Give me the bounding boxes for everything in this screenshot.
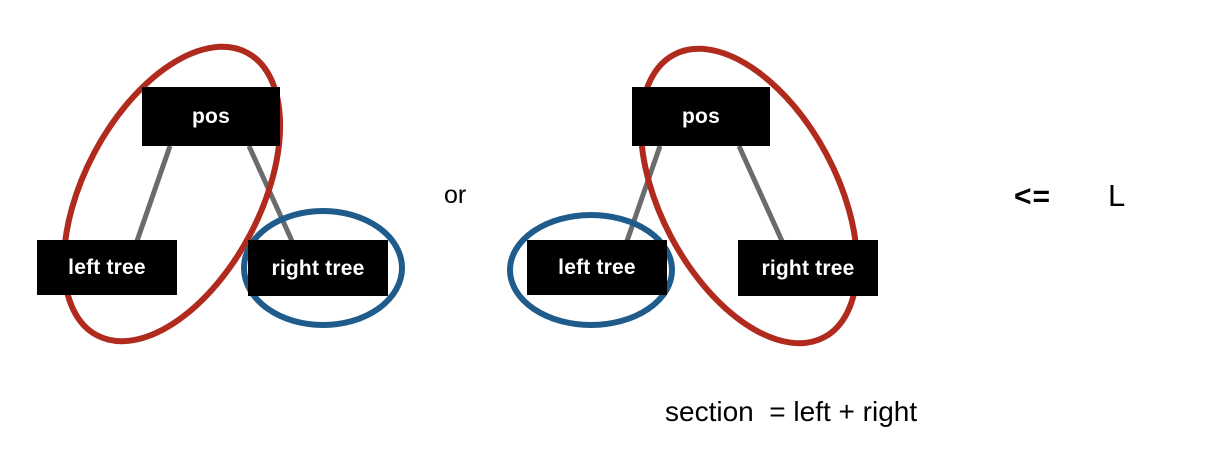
red-highlight-ellipse-left-variant: [60, 43, 284, 345]
bound-symbol-label: L: [1108, 178, 1126, 213]
node-label: left tree: [68, 256, 146, 279]
node-label: right tree: [271, 256, 365, 280]
node-pos-right-variant[interactable]: pos: [632, 87, 770, 146]
node-right-tree-right-variant[interactable]: right tree: [738, 240, 878, 296]
node-label: right tree: [761, 256, 855, 280]
node-label: pos: [682, 105, 720, 128]
edge-pos-to-left-tree: [134, 145, 173, 242]
node-right-tree-left-variant[interactable]: right tree: [248, 240, 388, 296]
node-label: left tree: [558, 256, 636, 279]
or-separator-label: or: [444, 181, 467, 209]
node-pos-left-variant[interactable]: pos: [142, 87, 280, 146]
node-label: pos: [192, 105, 230, 128]
blue-highlight-ellipse-left-variant: [241, 208, 405, 328]
node-left-tree-left-variant[interactable]: left tree: [37, 240, 177, 295]
bound-operator-label: <=: [1014, 180, 1052, 213]
node-left-tree-right-variant[interactable]: left tree: [527, 240, 667, 295]
edge-pos-to-right-tree: [736, 144, 785, 243]
blue-highlight-ellipse-right-variant: [507, 212, 675, 328]
section-equation-label: section = left + right: [665, 396, 918, 427]
red-highlight-ellipse-right-variant: [637, 45, 861, 347]
